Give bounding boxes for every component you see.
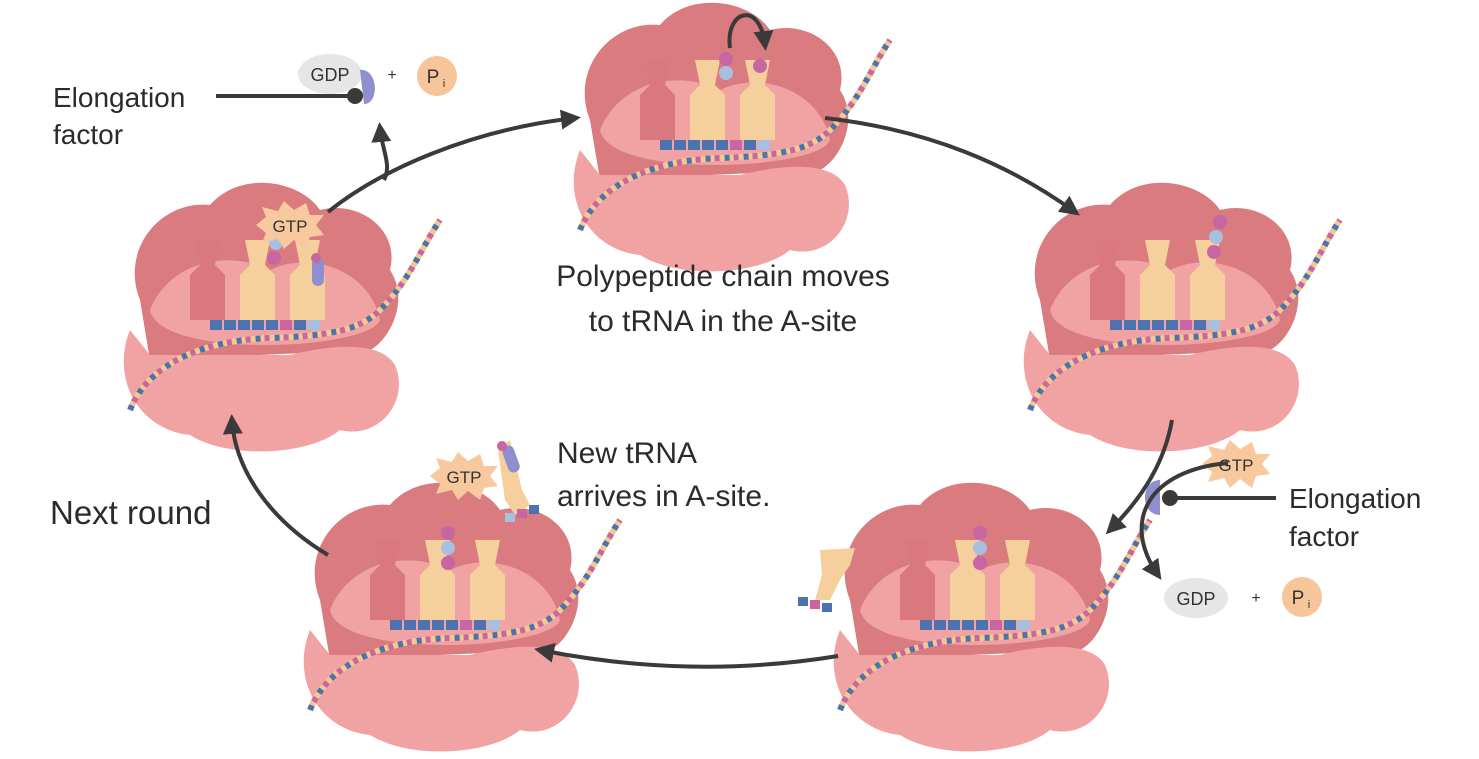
- elongation-factor-shape-left: [360, 69, 375, 104]
- label-center-1: Polypeptide chain moves: [556, 260, 890, 293]
- arrow-top-to-right: [824, 116, 1080, 216]
- incoming-trna: [497, 440, 539, 522]
- label-new-trna-1: New tRNA: [557, 437, 697, 470]
- amino-acids-bottom-right: [973, 526, 987, 570]
- arrow-release-right: [1139, 461, 1229, 580]
- gtp-star-right: GTP: [1202, 440, 1270, 488]
- svg-text:GDP: GDP: [310, 65, 349, 85]
- gdp-top-left: GDP: [298, 54, 362, 94]
- svg-text:i: i: [1308, 599, 1310, 611]
- gtp-star-incoming: GTP: [430, 452, 498, 500]
- gtp-star-left: GTP: [256, 201, 324, 249]
- pointer-dot-right: [1162, 490, 1178, 506]
- ribosome-bottom-right: [834, 483, 1150, 752]
- arrow-release-left: [371, 122, 392, 181]
- peptide-transfer-arrow: [727, 13, 774, 51]
- amino-acids-top: [719, 52, 767, 80]
- label-new-trna-2: arrives in A-site.: [557, 480, 770, 513]
- svg-text:i: i: [443, 78, 445, 90]
- svg-text:GTP: GTP: [1219, 456, 1254, 475]
- label-elongation-factor-left-1: Elongation: [53, 82, 185, 113]
- svg-text:P: P: [427, 67, 440, 88]
- label-next-round: Next round: [50, 494, 211, 531]
- amino-acids-bottom-left: [441, 526, 455, 570]
- label-center-2: to tRNA in the A-site: [589, 305, 857, 338]
- amino-acids-left: [267, 236, 324, 286]
- amino-acids-right: [1207, 215, 1227, 259]
- cycle-arrows: [222, 109, 1229, 669]
- pi-bottom: P i: [1282, 577, 1322, 617]
- arrow-bottom-right-to-left: [534, 642, 839, 669]
- svg-text:P: P: [1292, 588, 1305, 609]
- arrow-right-to-bottom: [1105, 419, 1174, 535]
- ribosome-top: [574, 3, 890, 272]
- pi-top: P i: [417, 56, 457, 96]
- svg-text:GTP: GTP: [447, 468, 482, 487]
- arrow-left-to-top: [326, 109, 581, 214]
- pointer-dot-left: [347, 88, 363, 104]
- arrow-next-round: [222, 414, 330, 557]
- gdp-bottom-right: GDP: [1164, 578, 1228, 618]
- ribosome-right: [1024, 183, 1340, 452]
- svg-text:GTP: GTP: [273, 217, 308, 236]
- label-elongation-factor-right-1: Elongation: [1289, 483, 1421, 514]
- plus-top: +: [387, 67, 396, 84]
- label-elongation-factor-left-2: factor: [53, 119, 123, 150]
- exiting-trna: [798, 548, 855, 612]
- svg-text:GDP: GDP: [1176, 589, 1215, 609]
- label-elongation-factor-right-2: factor: [1289, 521, 1359, 552]
- ribosome-bottom-left: [304, 483, 620, 752]
- plus-bottom: +: [1251, 590, 1260, 607]
